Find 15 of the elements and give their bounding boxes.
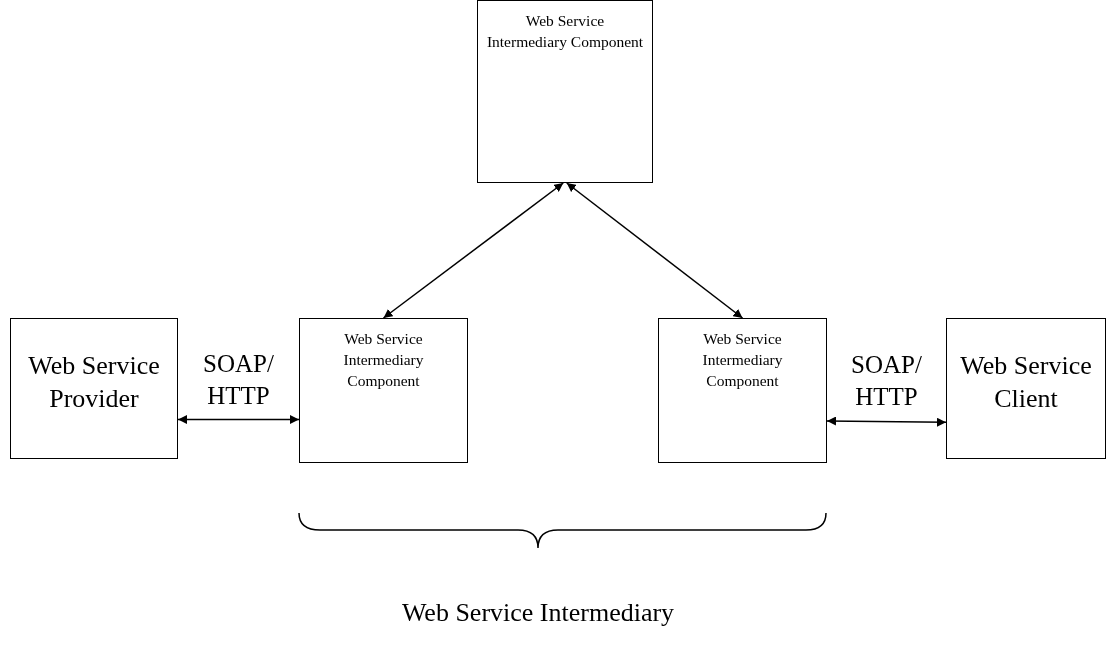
component-box xyxy=(10,318,178,459)
double-arrow xyxy=(177,415,300,424)
box-label: Web Service Intermediary Component xyxy=(701,329,784,391)
box-label: Web Service Client xyxy=(959,350,1093,415)
double-arrow xyxy=(826,416,947,427)
double-arrow xyxy=(382,182,564,319)
box-label: Web Service Provider xyxy=(27,350,161,415)
box-label: Web Service Intermediary Component xyxy=(485,11,645,52)
box-label: Web Service Intermediary Component xyxy=(342,329,425,391)
component-box xyxy=(299,318,468,463)
brace-caption: Web Service Intermediary xyxy=(401,598,675,628)
component-box xyxy=(477,0,653,183)
double-arrow xyxy=(566,182,744,319)
component-box xyxy=(658,318,827,463)
component-box xyxy=(946,318,1106,459)
